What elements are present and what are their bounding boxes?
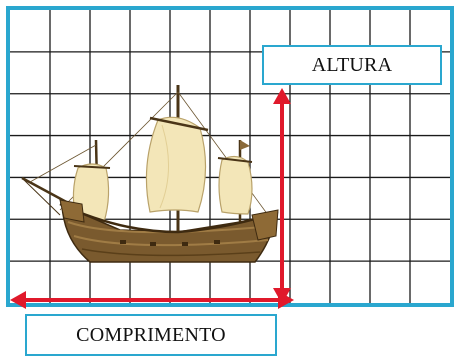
length-arrow [10,291,294,309]
height-label: ALTURA [262,45,442,85]
grid-frame [6,6,454,307]
main-sail [145,116,207,213]
sailing-ship-illustration [21,85,279,263]
mizzen-sail [218,155,253,215]
length-label: COMPRIMENTO [25,314,277,356]
